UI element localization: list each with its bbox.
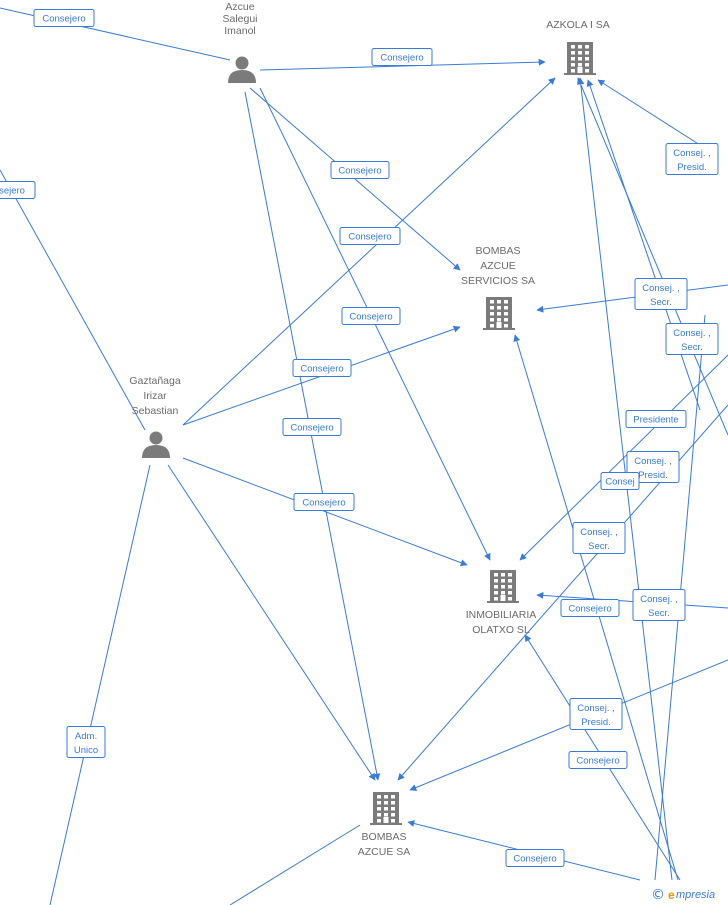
edge-label[interactable]: Consej [600, 472, 640, 490]
node-label: INMOBILIARIA [466, 609, 537, 621]
node-label: BOMBAS [476, 245, 521, 257]
edge-label[interactable]: Consejero [293, 493, 355, 511]
node-bombas-azcue[interactable]: BOMBAS AZCUE SA [358, 792, 411, 858]
edge-label-text: Consejero [349, 312, 392, 323]
edge-label-text: Presid. [581, 717, 611, 728]
edge-label-text: sejero [0, 186, 25, 197]
edge-label[interactable]: Consejero [330, 161, 390, 179]
edge-label-text: Presidente [633, 415, 678, 426]
edge-label-text: Secr. [588, 541, 610, 552]
node-label: AZCUE [480, 260, 516, 272]
edge-label-text: Consej. , [580, 527, 618, 538]
person-icon [228, 56, 256, 83]
person-icon [142, 431, 170, 458]
edge-label[interactable]: sejero [0, 181, 36, 199]
edge-label[interactable]: Consej. , Secr. [632, 589, 686, 621]
edge-label-text: Consejero [380, 53, 423, 64]
edge-line [586, 79, 701, 411]
copyright-symbol: © [651, 887, 665, 903]
node-label: Irizar [143, 390, 167, 402]
nodes-layer: AzcueSaleguiImanolGaztañagaIrizarSebasti… [129, 1, 610, 858]
brand-watermark: © e mpresia [651, 887, 715, 903]
node-label: Gaztañaga [129, 375, 181, 387]
edge-label-text: Presid. [638, 470, 668, 481]
node-azkola[interactable]: AZKOLA I SA [546, 19, 610, 75]
edge-label-text: Consejero [348, 232, 391, 243]
edge-label[interactable]: Consejero [505, 849, 565, 867]
edge-label[interactable]: Consejero [339, 227, 401, 245]
node-label: Imanol [224, 25, 256, 37]
edge-line [597, 79, 701, 146]
node-inmobiliaria[interactable]: INMOBILIARIA OLATXO SL [466, 570, 537, 636]
building-icon [564, 42, 596, 75]
edge-label[interactable]: Consej. , Presid. [626, 451, 680, 483]
edge-label[interactable]: Consej. , Secr. [665, 323, 719, 355]
edge-line [49, 464, 151, 905]
building-icon [483, 297, 515, 330]
edge-label[interactable]: Consejero [560, 599, 620, 617]
node-label: OLATXO SL [472, 624, 530, 636]
node-label: SERVICIOS SA [461, 275, 535, 287]
edge-label-text: Consej. , [577, 703, 615, 714]
edge-label-text: Consej. , [673, 328, 711, 339]
edge-label[interactable]: Consej. , Secr. [572, 522, 626, 554]
edge-label[interactable]: Consej. , Presid. [569, 698, 623, 730]
edge-line [536, 284, 728, 313]
edge-label-text: Secr. [681, 342, 703, 353]
building-icon [370, 792, 402, 825]
edge-label-text: Consejero [300, 364, 343, 375]
edge-label-text: Consej. , [640, 594, 678, 605]
node-bombas-servicios[interactable]: BOMBAS AZCUE SERVICIOS SA [461, 245, 535, 330]
node-label: AZKOLA I SA [546, 19, 610, 31]
edge-line [409, 659, 728, 791]
edge-label[interactable]: Consejero [341, 307, 401, 325]
node-label: Azcue [225, 1, 254, 13]
edge-label-text: Consej. , [634, 456, 672, 467]
node-label: AZCUE SA [358, 846, 411, 858]
building-icon [487, 570, 519, 603]
edge-label-text: Secr. [650, 297, 672, 308]
edge-label-text: Adm. [75, 731, 97, 742]
edge-label[interactable]: Consejero [33, 9, 95, 27]
edge-label-text: Consej [605, 477, 635, 488]
node-label: BOMBAS [362, 831, 407, 843]
edge-label-text: Consej. , [642, 283, 680, 294]
edge-label[interactable]: Consej. , Secr. [634, 278, 688, 310]
edge-labels-layer: ConsejeroConsejeroConsejeroConsejeroCons… [0, 9, 719, 867]
edge-label-text: Consejero [42, 14, 85, 25]
edge-label[interactable]: Consejero [568, 751, 628, 769]
edge-line [229, 824, 361, 905]
edge-label-text: Consej. , [673, 148, 711, 159]
edge-label-text: Unico [74, 745, 98, 756]
node-label: Sebastian [132, 405, 179, 417]
edge-label[interactable]: Consejero [371, 48, 433, 66]
edge-line [182, 77, 556, 426]
edge-line [167, 464, 376, 781]
edge-label[interactable]: Consejero [292, 359, 352, 377]
edges-layer [0, 7, 728, 905]
edge-label-text: Consejero [576, 756, 619, 767]
edge-line [182, 457, 468, 567]
brand-first-letter: e [668, 888, 675, 902]
edge-label-text: Consejero [568, 604, 611, 615]
brand-name: mpresia [676, 889, 715, 901]
edge-label[interactable]: Presidente [625, 410, 687, 428]
edge-label-text: Secr. [648, 608, 670, 619]
node-label: Salegui [222, 13, 257, 25]
edge-label-text: Consejero [290, 423, 333, 434]
edge-line [577, 77, 728, 436]
edge-label[interactable]: Adm. Unico [66, 726, 106, 758]
edge-label-text: Consejero [302, 498, 345, 509]
edge-label-text: Presid. [677, 162, 707, 173]
edge-line [0, 169, 146, 431]
edge-label[interactable]: Consej. , Presid. [665, 143, 719, 175]
edge-label-text: Consejero [513, 854, 556, 865]
edge-label[interactable]: Consejero [282, 418, 342, 436]
edge-label-text: Consejero [338, 166, 381, 177]
